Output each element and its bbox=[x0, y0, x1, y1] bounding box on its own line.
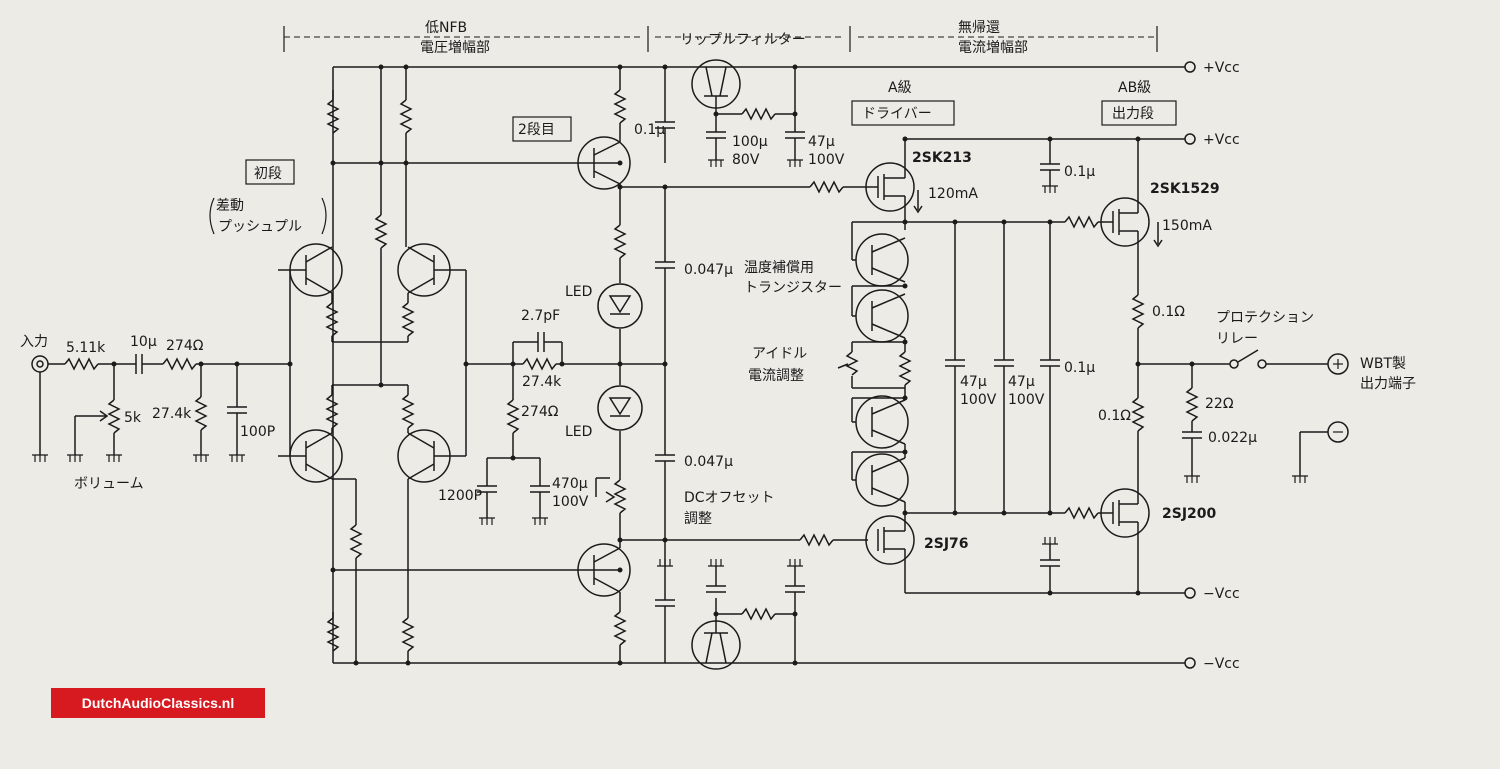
box-second-stage bbox=[512, 116, 572, 142]
label-v-80: 80V bbox=[732, 152, 760, 168]
label-c-in: 10μ bbox=[130, 334, 157, 350]
label-r-in: 5.11k bbox=[66, 340, 106, 356]
label-dc-offset-2: 調整 bbox=[684, 511, 712, 527]
label-c-1200p: 1200P bbox=[438, 488, 482, 504]
label-idle-1: アイドル bbox=[752, 346, 807, 362]
label-idle-2: 電流調整 bbox=[748, 368, 804, 384]
label-no-feedback: 無帰還 bbox=[958, 19, 1000, 36]
label-i-150: 150mA bbox=[1162, 218, 1212, 234]
label-relay-2: リレー bbox=[1216, 331, 1258, 347]
label-c-470: 470μ bbox=[552, 476, 588, 492]
label-led-2: LED bbox=[565, 424, 592, 440]
label-c-47c: 47μ bbox=[1008, 374, 1035, 390]
label-temp-1: 温度補償用 bbox=[744, 260, 814, 276]
input-section bbox=[31, 354, 290, 462]
label-input: 入力 bbox=[20, 334, 48, 350]
paren-left bbox=[209, 197, 215, 235]
label-ab-class: AB級 bbox=[1118, 80, 1151, 96]
label-c-47a: 47μ bbox=[808, 134, 835, 150]
paren-right bbox=[321, 197, 327, 235]
watermark-banner: DutchAudioClassics.nl bbox=[51, 688, 265, 718]
label-led-1: LED bbox=[565, 284, 592, 300]
label-relay-1: プロテクション bbox=[1216, 310, 1314, 326]
label-r-274b: 274Ω bbox=[521, 404, 559, 420]
label-c-100u: 100μ bbox=[732, 134, 768, 150]
label-out-2: 出力端子 bbox=[1360, 376, 1416, 392]
label-r-01a: 0.1Ω bbox=[1152, 304, 1185, 320]
label-v-100d: 100V bbox=[1008, 392, 1045, 408]
label-diff-1: 差動 bbox=[216, 198, 244, 214]
label-low-nfb: 低NFB bbox=[425, 20, 467, 36]
label-c-047a: 0.047μ bbox=[684, 262, 733, 278]
label-temp-2: トランジスター bbox=[744, 280, 842, 296]
label-r-274k-b: 27.4k bbox=[522, 374, 562, 390]
label-a-class: A級 bbox=[888, 80, 912, 96]
rail-neg-1: −Vcc bbox=[1203, 586, 1240, 602]
label-q-2sk213: 2SK213 bbox=[912, 150, 972, 166]
label-c-022: 0.022μ bbox=[1208, 430, 1257, 446]
rail-pos-2: +Vcc bbox=[1203, 132, 1240, 148]
box-first-stage bbox=[245, 159, 295, 185]
label-output-stage: 出力段 bbox=[1112, 106, 1154, 122]
label-r-274a: 274Ω bbox=[166, 338, 204, 354]
label-c-01c: 0.1μ bbox=[1064, 360, 1095, 376]
diff-stage bbox=[278, 64, 620, 666]
label-c-47b: 47μ bbox=[960, 374, 987, 390]
label-dc-offset-1: DCオフセット bbox=[684, 490, 775, 506]
label-current-amp: 電流増幅部 bbox=[958, 40, 1028, 56]
label-c-01b: 0.1μ bbox=[1064, 164, 1095, 180]
label-out-1: WBT製 bbox=[1360, 356, 1406, 372]
label-driver: ドライバー bbox=[862, 106, 932, 122]
label-voltage-amp: 電圧増幅部 bbox=[420, 40, 490, 56]
label-r-274k: 27.4k bbox=[152, 406, 192, 422]
label-volume: ボリューム bbox=[74, 476, 144, 492]
driver-stage bbox=[837, 136, 923, 593]
box-output bbox=[1101, 100, 1177, 126]
label-i-120: 120mA bbox=[928, 186, 978, 202]
section-markers bbox=[283, 26, 1158, 52]
label-r-22: 22Ω bbox=[1205, 396, 1234, 412]
feedback-network bbox=[477, 332, 665, 525]
label-pot: 5k bbox=[124, 410, 142, 426]
label-v-100b: 100V bbox=[808, 152, 845, 168]
rail-neg-2: −Vcc bbox=[1203, 656, 1240, 672]
box-driver bbox=[851, 100, 955, 126]
output-stage bbox=[905, 136, 1349, 596]
label-q-2sk1529: 2SK1529 bbox=[1150, 181, 1220, 197]
label-first-stage: 初段 bbox=[254, 165, 282, 182]
second-stage bbox=[577, 64, 868, 666]
label-diff-2: プッシュプル bbox=[218, 219, 302, 235]
label-second-stage: 2段目 bbox=[518, 122, 555, 138]
label-c-01a: 0.1μ bbox=[634, 122, 665, 138]
label-c-047b: 0.047μ bbox=[684, 454, 733, 470]
label-q-2sj76: 2SJ76 bbox=[924, 536, 969, 552]
label-v-100c: 100V bbox=[960, 392, 997, 408]
ripple-filter bbox=[655, 59, 805, 670]
label-v-100a: 100V bbox=[552, 494, 589, 510]
label-c-100p: 100P bbox=[240, 424, 275, 440]
rail-pos-1: +Vcc bbox=[1203, 60, 1240, 76]
label-r-01b: 0.1Ω bbox=[1098, 408, 1131, 424]
label-q-2sj200: 2SJ200 bbox=[1162, 506, 1217, 522]
label-ripple-filter: リップルフィルター bbox=[680, 32, 806, 48]
label-c-27pf: 2.7pF bbox=[521, 308, 560, 324]
